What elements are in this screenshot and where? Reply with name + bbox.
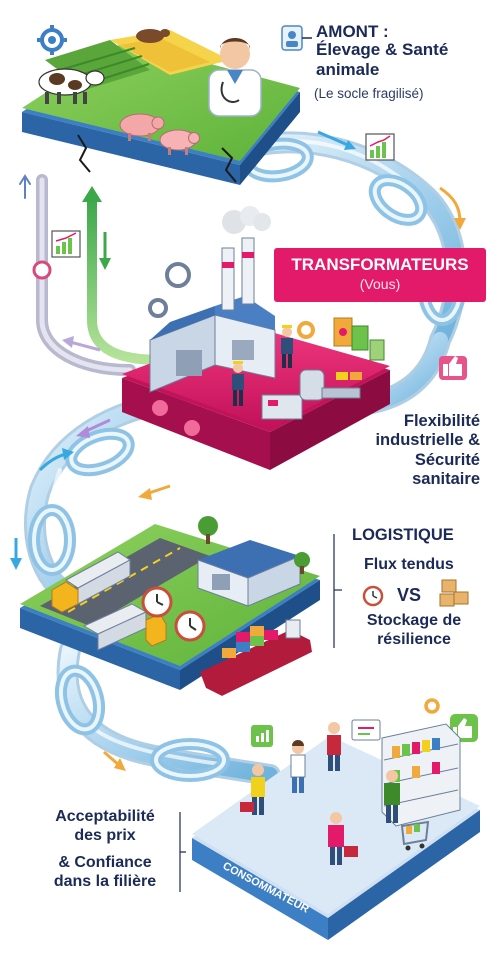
- pipe-port: [152, 400, 168, 416]
- bar-chart-icon: [365, 133, 395, 161]
- consommateur-platform: CONSOMMATEUR: [192, 698, 480, 940]
- pig-icon-2: [159, 129, 200, 155]
- warehouse-icon: [197, 540, 301, 607]
- flow-arrow-purple-2: [62, 336, 101, 352]
- transformateurs-platform: [122, 206, 390, 470]
- product-packages: [333, 317, 385, 380]
- flow-arrow-cyan: [317, 130, 356, 150]
- amont-title: AMONT :: [316, 22, 389, 41]
- clock-vs-icon: [362, 585, 384, 607]
- flow-arrow-orange-top: [439, 186, 466, 230]
- shopper-icon-5: [384, 770, 400, 823]
- flexibilite-label: Flexibilité industrielle & Sécurité sani…: [375, 412, 480, 489]
- amont-note: (Le socle fragilisé): [314, 86, 424, 101]
- worker-icon: [232, 361, 244, 406]
- flow-arrow-orange-mid: [138, 484, 171, 500]
- production-machine: [261, 369, 361, 420]
- transformateurs-subtitle: (Vous): [359, 276, 401, 292]
- thumbs-up-icon: [439, 356, 467, 380]
- shopping-cart-icon: [400, 820, 430, 851]
- transformateurs-label-box: TRANSFORMATEURS (Vous): [274, 248, 486, 302]
- price-board-icon: [351, 719, 381, 741]
- left-bracket: [179, 812, 186, 892]
- doctor-badge-icon: [281, 25, 303, 51]
- crop-field: [45, 30, 230, 90]
- boxes-icon: [439, 579, 469, 607]
- pipe-valve: [32, 260, 52, 280]
- tree-icon: [198, 516, 310, 574]
- bar-chart-icon-low: [251, 725, 273, 747]
- shopper-icon-2: [290, 740, 306, 793]
- flux-tendus-label: Flux tendus: [364, 556, 454, 573]
- gears-icon: [148, 262, 191, 318]
- shopper-icon-3: [327, 722, 341, 771]
- pig-icon: [119, 113, 165, 141]
- crack-right: [221, 147, 237, 183]
- cow-icon-2: [136, 29, 170, 43]
- shopper-icon-4: [328, 812, 358, 865]
- amont-platform: [22, 25, 312, 185]
- transformateurs-title: TRANSFORMATEURS: [291, 255, 469, 274]
- logistique-platform: [20, 516, 342, 704]
- clock-icon-2: [174, 610, 206, 642]
- veterinarian-icon: [208, 38, 262, 117]
- crack-left: [77, 134, 91, 173]
- left-feedback-pipes: [19, 174, 136, 376]
- orange-gear-icon: [297, 321, 315, 339]
- acceptabilite-label: Acceptabilité des prix: [55, 808, 155, 844]
- container-ship-icon: [200, 619, 312, 704]
- pipe-port-2: [184, 420, 200, 436]
- flow-arrow-cyan-mid: [38, 448, 74, 472]
- flow-arrow-purple: [76, 418, 111, 438]
- shopper-icon: [240, 764, 265, 815]
- cow-icon: [38, 68, 105, 104]
- logistique-title: LOGISTIQUE: [352, 526, 454, 544]
- green-double-arrow: [82, 186, 165, 365]
- vs-label: VS: [397, 585, 422, 605]
- amont-subtitle: Élevage & Santé animale: [316, 40, 449, 80]
- worker-icon-2: [281, 325, 293, 368]
- orange-gear-icon-2: [424, 698, 440, 714]
- flow-arrow-orange-low: [103, 750, 126, 771]
- flow-arrow-cyan-left: [10, 538, 22, 570]
- truck-icon: [51, 551, 131, 613]
- clock-icon: [141, 586, 173, 618]
- bar-chart-icon-left: [51, 230, 81, 258]
- stockage-label: Stockage de résilience: [366, 612, 462, 648]
- factory-icon: [149, 206, 276, 393]
- gear-icon: [37, 25, 67, 55]
- confiance-label: & Confiance dans la filière: [53, 854, 157, 890]
